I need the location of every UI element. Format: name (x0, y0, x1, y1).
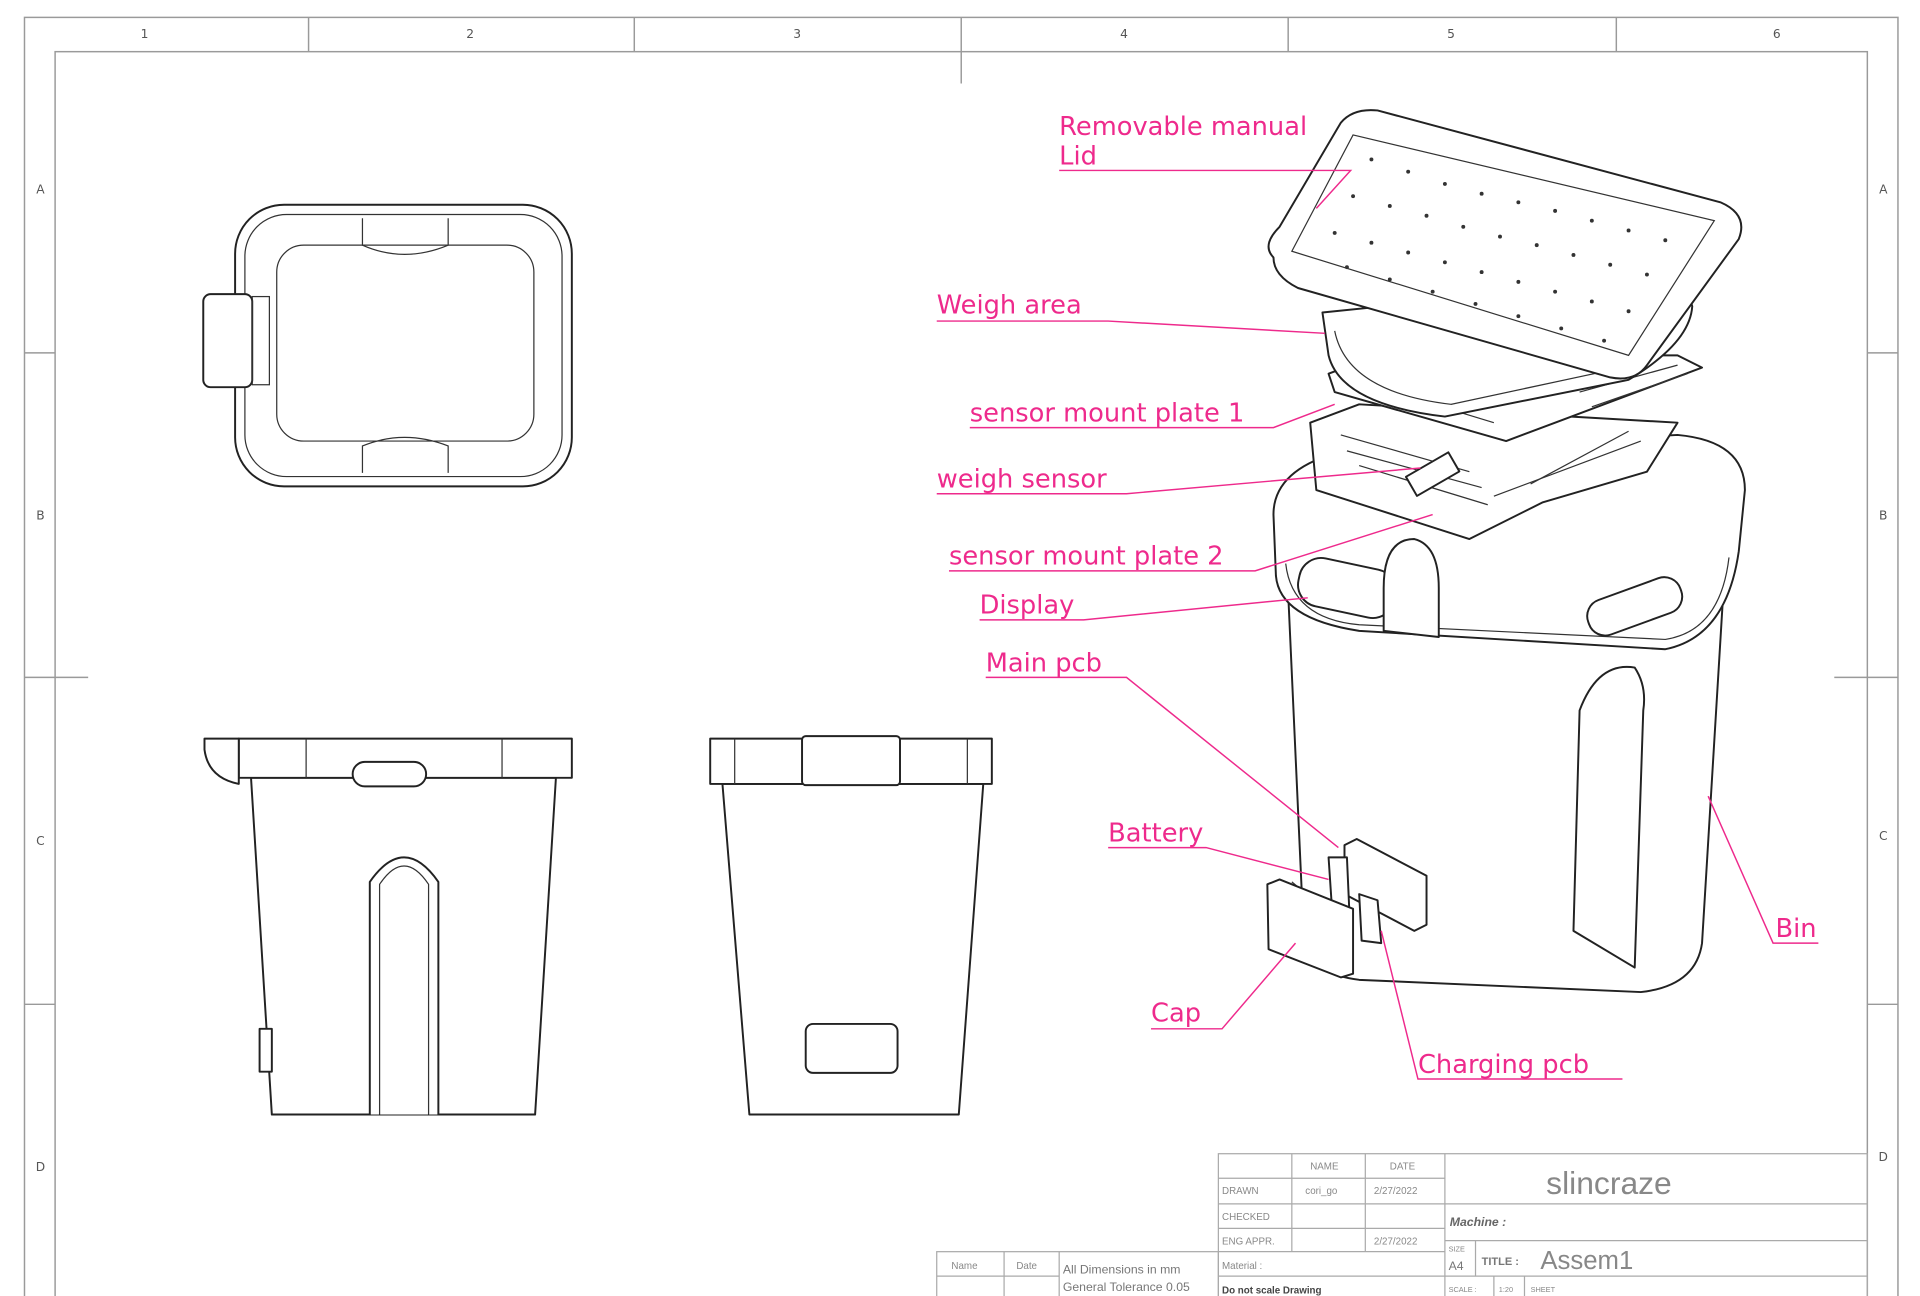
sheet-frame (23, 16, 1899, 1296)
dimensions-note: All Dimensions in mm (1063, 1263, 1181, 1277)
title-value: Assem1 (1540, 1247, 1633, 1275)
callout-bin: Bin (1707, 795, 1819, 944)
scale-label: SCALE : (1449, 1285, 1477, 1294)
row-label: D (1879, 1150, 1888, 1164)
size-label: SIZE (1449, 1245, 1465, 1254)
svg-text:Bin: Bin (1776, 914, 1817, 944)
machine-label: Machine : (1450, 1215, 1506, 1229)
column-label: 1 (141, 27, 149, 41)
exploded-isometric-view (1266, 109, 1746, 994)
lid-perforations (1332, 157, 1668, 343)
col-name-header: NAME (1310, 1162, 1339, 1173)
drawn-name: cori_go (1305, 1186, 1338, 1197)
column-label: 4 (1120, 27, 1128, 41)
title-label: TITLE : (1482, 1256, 1519, 1268)
top-view (202, 203, 573, 488)
column-label: 6 (1773, 27, 1781, 41)
do-not-scale-note: Do not scale Drawing (1222, 1285, 1321, 1296)
callout-display: Display (979, 591, 1308, 621)
row-label: C (36, 834, 45, 848)
eng-appr-label: ENG APPR. (1222, 1236, 1275, 1247)
sheet-label: SHEET (1531, 1285, 1556, 1294)
svg-text:Battery: Battery (1108, 818, 1203, 848)
callout-lid: Removable manual Lid (1059, 112, 1353, 209)
company-name: slincraze (1546, 1165, 1672, 1201)
svg-text:Weigh area: Weigh area (937, 291, 1082, 321)
callout-sensor-mount-plate-1: sensor mount plate 1 (970, 398, 1335, 428)
side-view (709, 735, 993, 1116)
svg-text:Removable manual: Removable manual (1059, 112, 1307, 142)
svg-text:weigh sensor: weigh sensor (937, 465, 1107, 495)
revision-name-header: Name (951, 1261, 977, 1272)
callouts: Removable manual Lid Weigh area sensor m… (937, 112, 1819, 1080)
row-label: B (1879, 508, 1887, 522)
callout-sensor-mount-plate-2: sensor mount plate 2 (948, 513, 1433, 572)
svg-text:Lid: Lid (1059, 141, 1097, 171)
callout-cap: Cap (1151, 942, 1297, 1030)
revision-date-header: Date (1016, 1261, 1037, 1272)
scale-value: 1:20 (1499, 1285, 1513, 1294)
callout-weigh-area: Weigh area (937, 291, 1325, 335)
svg-text:Display: Display (980, 591, 1075, 621)
svg-text:sensor mount plate 1: sensor mount plate 1 (970, 398, 1245, 428)
row-label: B (36, 508, 44, 522)
col-date-header: DATE (1390, 1162, 1416, 1173)
checked-label: CHECKED (1222, 1212, 1270, 1223)
drawn-label: DRAWN (1222, 1186, 1259, 1197)
front-view (203, 737, 573, 1116)
material-label: Material : (1222, 1261, 1262, 1272)
column-label: 2 (466, 27, 474, 41)
callout-weigh-sensor: weigh sensor (937, 465, 1421, 495)
callout-charging-pcb: Charging pcb (1380, 930, 1623, 1080)
svg-text:Charging pcb: Charging pcb (1418, 1050, 1589, 1080)
size-value: A4 (1449, 1259, 1464, 1273)
row-label: A (36, 183, 45, 197)
column-label: 5 (1447, 27, 1455, 41)
drawn-date: 2/27/2022 (1374, 1186, 1418, 1197)
svg-text:sensor mount plate 2: sensor mount plate 2 (949, 542, 1224, 572)
column-label: 3 (793, 27, 801, 41)
title-block: NAME DATE DRAWN cori_go 2/27/2022 CHECKE… (936, 1153, 1868, 1296)
row-label: D (36, 1160, 45, 1174)
eng-appr-date: 2/27/2022 (1374, 1236, 1418, 1247)
tolerance-note: General Tolerance 0.05 (1063, 1280, 1190, 1294)
column-labels: 1 2 3 4 5 6 (141, 27, 1781, 41)
row-label: A (1879, 183, 1888, 197)
svg-text:Cap: Cap (1151, 998, 1201, 1028)
svg-text:Main pcb: Main pcb (986, 648, 1102, 678)
callout-main-pcb: Main pcb (985, 648, 1339, 849)
callout-battery: Battery (1108, 818, 1329, 881)
row-labels: A B C D A B C D (36, 183, 1888, 1174)
row-label: C (1879, 829, 1888, 843)
